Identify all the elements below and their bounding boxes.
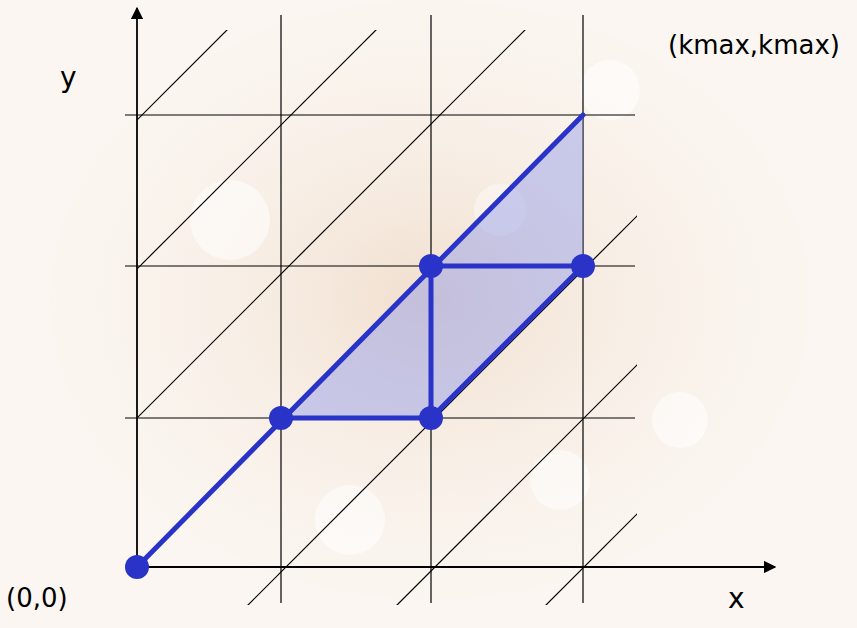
grid-lines — [125, 15, 635, 603]
diagonal-lines — [137, 30, 637, 605]
axis-label: x — [728, 585, 745, 613]
blue-path — [137, 115, 583, 567]
axes — [137, 8, 775, 567]
faded-background — [50, 0, 810, 600]
lattice-points — [125, 254, 595, 579]
axis-label: (0,0) — [6, 585, 68, 611]
axis-label: (kmax,kmax) — [668, 32, 840, 58]
axis-label: y — [60, 64, 77, 92]
